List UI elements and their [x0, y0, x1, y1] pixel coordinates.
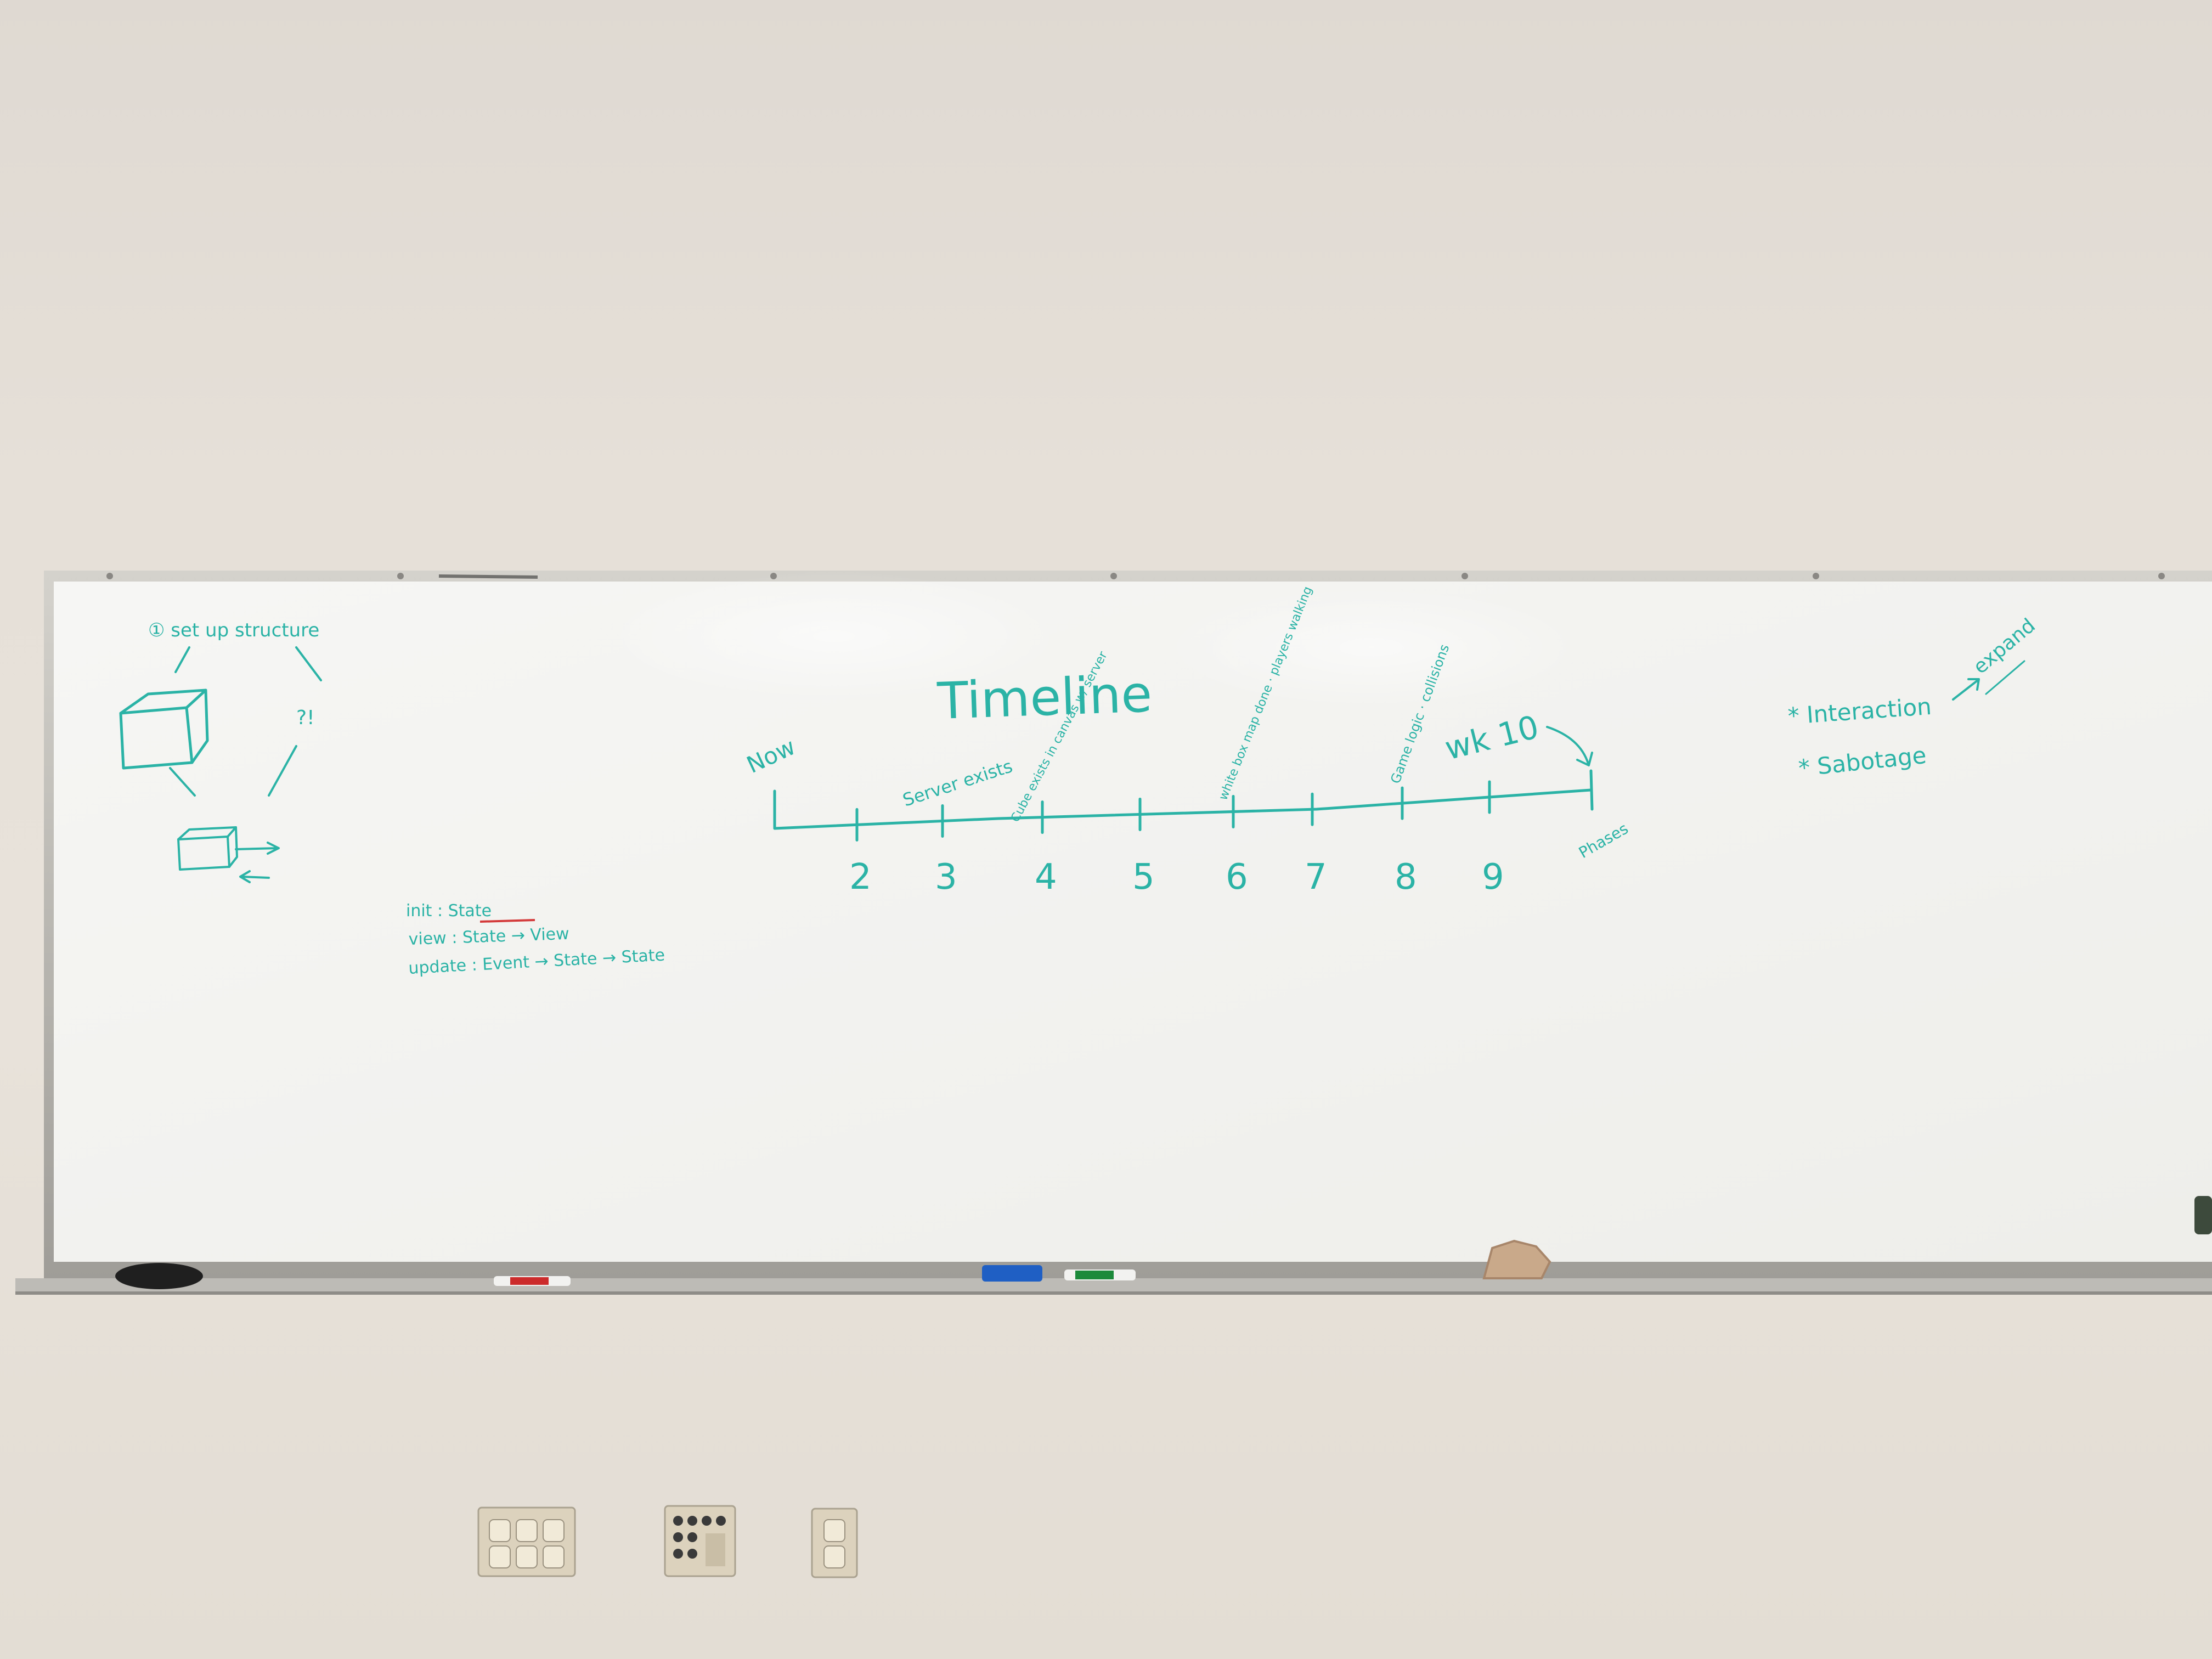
small-box-sketch	[177, 826, 238, 871]
wall-outlets	[477, 1505, 858, 1578]
bottle	[2194, 1196, 2212, 1234]
sketch-line	[174, 646, 322, 681]
week-number: 4	[1035, 857, 1057, 898]
structure-question: ?!	[296, 707, 315, 729]
week-number: 7	[1305, 857, 1327, 898]
week-number: 2	[849, 857, 872, 898]
whiteboard	[15, 571, 2212, 1295]
marker-tray-lip	[15, 1291, 2212, 1295]
timeline-title: Timeline	[936, 664, 1153, 731]
frame-scuff	[438, 574, 538, 579]
data-jack-panel	[664, 1505, 736, 1577]
light-glare	[603, 571, 1064, 702]
state-underline	[479, 919, 535, 923]
power-outlet-left	[477, 1506, 576, 1577]
end-arrow	[1546, 726, 1593, 766]
structure-sketch: ① set up structure ?!	[119, 619, 322, 883]
arrow-left	[239, 870, 270, 883]
frame-screws	[106, 573, 2165, 579]
week-number: 6	[1226, 857, 1248, 898]
timeline-axis	[773, 788, 1593, 830]
init-note: init : State	[406, 901, 492, 921]
week-numbers: 2 3 4 5 6 7 8 9	[849, 857, 1504, 898]
expand-underline	[1985, 660, 2025, 695]
crumpled-paper	[1482, 1239, 1551, 1279]
blue-marker[interactable]	[982, 1265, 1042, 1282]
week-number: 5	[1132, 857, 1155, 898]
arrow-right	[235, 842, 280, 855]
goal-arrow	[1952, 678, 1980, 701]
week-number: 9	[1482, 857, 1504, 898]
end-bar	[1589, 769, 1594, 811]
eraser[interactable]	[115, 1263, 203, 1289]
power-outlet-right	[811, 1508, 858, 1578]
timeline-ticks	[855, 780, 1491, 842]
green-marker[interactable]	[1064, 1269, 1136, 1280]
cube-sketch	[119, 689, 209, 770]
red-marker[interactable]	[494, 1276, 571, 1286]
tray-items	[115, 1196, 2212, 1289]
sketch-line	[169, 745, 297, 797]
week-number: 3	[935, 857, 957, 898]
week-number: 8	[1395, 857, 1417, 898]
structure-note: ① set up structure	[148, 619, 319, 641]
whiteboard-surface	[54, 582, 2212, 1262]
light-glare	[1163, 587, 1580, 708]
